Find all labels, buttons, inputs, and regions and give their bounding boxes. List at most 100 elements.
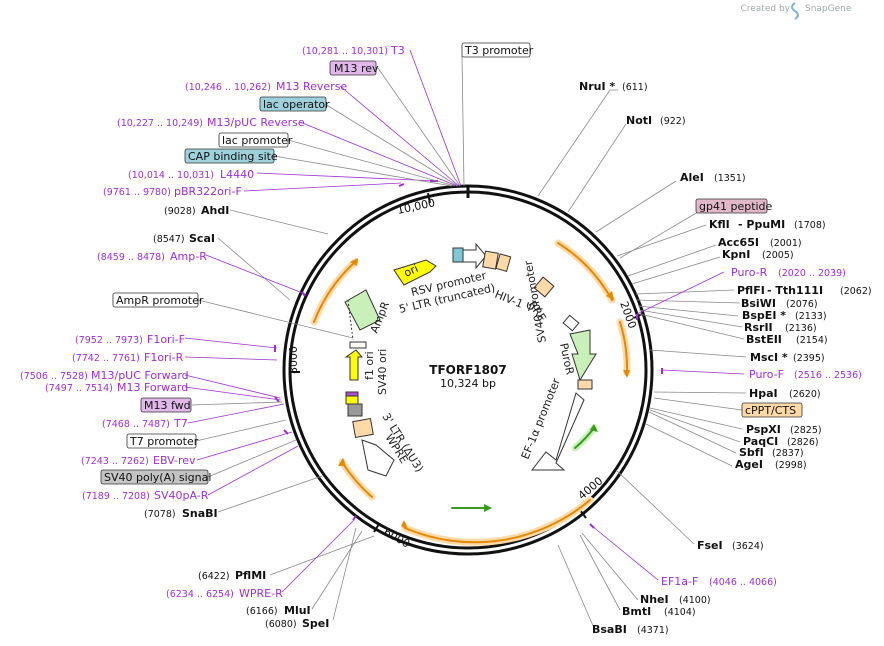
primer-wpre-r: WPRE-R: [239, 587, 283, 600]
box-t3-promoter: T3 promoter: [461, 42, 534, 58]
feature-ori: ori: [402, 262, 420, 280]
svg-text:M13 fwd: M13 fwd: [144, 399, 191, 412]
svg-text:(2825): (2825): [790, 425, 822, 436]
enzyme-acc65i: Acc65I: [718, 236, 759, 249]
box-cppt-cts: cPPT/CTS: [741, 402, 803, 418]
svg-text:(6080): (6080): [265, 619, 297, 630]
svg-text:(8459 .. 8478): (8459 .. 8478): [97, 252, 165, 263]
primer-leader-lines: [184, 49, 745, 593]
primer-t3: T3: [390, 44, 405, 57]
snapgene-logo: [791, 2, 799, 20]
enzyme-kpni: KpnI: [722, 248, 750, 261]
svg-text:(1708): (1708): [794, 220, 826, 231]
primer-t7: T7: [173, 417, 188, 430]
svg-text:lac operator: lac operator: [263, 98, 330, 111]
svg-text:(7506 .. 7528): (7506 .. 7528): [20, 371, 88, 382]
enzyme-pflmi: PflMI: [235, 569, 266, 582]
svg-text:(6422): (6422): [198, 571, 230, 582]
box-cap-binding-site: CAP binding site: [184, 148, 278, 164]
svg-text:(4104): (4104): [664, 607, 696, 618]
enzyme-alei: AleI: [680, 171, 704, 184]
plasmid-size: 10,324 bp: [440, 377, 496, 390]
boxed-leader-lines: [191, 55, 743, 478]
svg-text:AmpR promoter: AmpR promoter: [116, 294, 204, 307]
plasmid-name: TFORF1807: [429, 363, 506, 377]
svg-text:(2136): (2136): [785, 323, 817, 334]
tick-10000: 10,000: [396, 192, 436, 217]
primer-puro-f: Puro-F: [749, 368, 784, 381]
enzyme-nrui: NruI *: [579, 80, 615, 93]
svg-text:(8547): (8547): [153, 234, 185, 245]
enzyme-rsrii: RsrII: [744, 321, 773, 334]
svg-text:(922): (922): [660, 116, 686, 127]
enzyme-bsteii: BstEII: [746, 333, 782, 346]
enzyme-noti: NotI: [626, 114, 652, 127]
svg-text:(7497 .. 7514): (7497 .. 7514): [45, 383, 113, 394]
svg-text:M13 rev: M13 rev: [334, 62, 379, 75]
box-sv40-polya: SV40 poly(A) signal: [100, 469, 211, 485]
svg-text:(9761 .. 9780): (9761 .. 9780): [103, 187, 171, 198]
feature-f1-ori: f1 ori: [363, 351, 376, 380]
enzyme-spei: SpeI: [302, 617, 329, 630]
credit-text: Created by: [740, 4, 790, 14]
svg-text:(7468 .. 7487): (7468 .. 7487): [102, 419, 170, 430]
svg-text:(2020 .. 2039): (2020 .. 2039): [778, 268, 846, 279]
svg-text:(2998): (2998): [775, 460, 807, 471]
svg-text:(10,281 .. 10,301): (10,281 .. 10,301): [302, 46, 388, 57]
svg-text:cPPT/CTS: cPPT/CTS: [745, 404, 796, 417]
box-lac-promoter: lac promoter: [218, 132, 293, 148]
svg-text:(6234 .. 6254): (6234 .. 6254): [166, 589, 234, 600]
primer-l4440: L4440: [220, 168, 254, 181]
svg-text:(7189 .. 7208): (7189 .. 7208): [82, 491, 150, 502]
box-t7-promoter: T7 promoter: [126, 433, 199, 449]
f1-ori-dash: [347, 299, 354, 341]
box-ampr-promoter: AmpR promoter: [112, 292, 204, 308]
svg-text:(2005): (2005): [762, 250, 794, 261]
primer-m13-forward: M13 Forward: [117, 381, 188, 394]
feature-ef1a-promoter: EF-1α promoter: [519, 376, 563, 461]
primer-m13-reverse: M13 Reverse: [276, 80, 347, 93]
enzyme-paqci: PaqCI: [743, 435, 778, 448]
svg-text:(9028): (9028): [164, 206, 196, 217]
svg-text:(3624): (3624): [732, 541, 764, 552]
enzyme-bmti: BmtI: [622, 605, 651, 618]
svg-text:(2620): (2620): [789, 389, 821, 400]
enzyme-tth111i: - Tth111I: [767, 284, 823, 297]
enzyme-ppumi: - PpuMI: [738, 218, 785, 231]
enzyme-bsabi: BsaBI: [592, 623, 627, 636]
svg-text:(2154): (2154): [796, 335, 828, 346]
svg-text:T7 promoter: T7 promoter: [129, 435, 199, 448]
primer-f1ori-f: F1ori-F: [147, 333, 185, 346]
svg-text:CAP binding site: CAP binding site: [188, 150, 278, 163]
svg-text:lac promoter: lac promoter: [222, 134, 293, 147]
enzyme-labels: NruI * (611) NotI (922) AleI (1351) KflI…: [579, 80, 872, 636]
svg-text:SV40 poly(A) signal: SV40 poly(A) signal: [104, 471, 211, 484]
primer-sv40pa-r: SV40pA-R: [154, 489, 209, 502]
enzyme-nhei: NheI: [640, 593, 669, 606]
box-lac-operator: lac operator: [259, 96, 330, 112]
enzyme-mlui: MluI: [284, 604, 311, 617]
outer-arc-arrowheads: [338, 258, 630, 531]
svg-text:(611): (611): [622, 82, 648, 93]
svg-text:(2001): (2001): [770, 238, 802, 249]
primer-labels: (10,281 .. 10,301) T3 (10,246 .. 10,262)…: [20, 44, 862, 600]
svg-text:(4100): (4100): [679, 595, 711, 606]
svg-text:T3 promoter: T3 promoter: [464, 44, 534, 57]
enzyme-kfli: KflI: [709, 218, 730, 231]
svg-text:(10,227 .. 10,249): (10,227 .. 10,249): [117, 118, 203, 129]
enzyme-ahdi: AhdI: [201, 204, 229, 217]
box-m13-rev: M13 rev: [329, 60, 379, 76]
svg-text:(2826): (2826): [787, 437, 819, 448]
svg-text:gp41 peptide: gp41 peptide: [699, 200, 773, 213]
credit-brand: SnapGene: [805, 4, 852, 14]
enzyme-scai: ScaI: [189, 232, 215, 245]
svg-text:(2133): (2133): [795, 311, 827, 322]
primer-pbr322ori-f: pBR322ori-F: [174, 185, 242, 198]
enzyme-fsei: FseI: [697, 539, 723, 552]
primer-puro-r: Puro-R: [731, 266, 768, 279]
enzyme-labels-left: (6080) SpeI (6166) MluI (6422) PflMI (70…: [144, 204, 329, 630]
enzyme-snabi: SnaBI: [182, 507, 218, 520]
svg-text:(7078): (7078): [144, 509, 176, 520]
